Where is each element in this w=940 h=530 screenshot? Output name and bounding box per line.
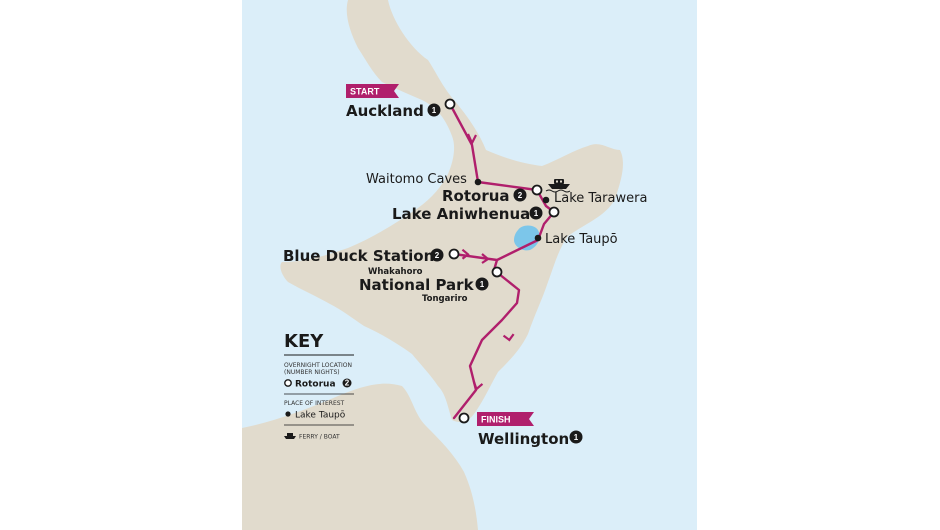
start-flag-text: START: [350, 87, 380, 97]
waitomo-caves-label: Waitomo Caves: [366, 172, 467, 187]
key-overnight-caption-2: (NUMBER NIGHTS): [284, 369, 340, 376]
finish-flag-text: FINISH: [481, 415, 511, 425]
national-park-label: National Park: [359, 276, 475, 294]
arrowhead-icon: [502, 333, 515, 342]
lake-aniwhenua-label: Lake Aniwhenua: [392, 205, 530, 223]
national-park-nights: 1: [480, 280, 485, 289]
open-circle-icon: [284, 379, 292, 387]
key-overnight-example-nights: 2: [345, 379, 350, 388]
key-poi-caption: PLACE OF INTEREST: [284, 400, 345, 407]
lake-taupo-dot[interactable]: [534, 234, 542, 242]
lake-aniwhenua-marker[interactable]: [548, 206, 560, 218]
lake-tarawera-label: Lake Tarawera: [554, 191, 647, 206]
start-flag: START: [346, 84, 399, 98]
lake-aniwhenua-nights: 1: [534, 209, 539, 218]
south-island: [242, 383, 478, 530]
map-key: KEY OVERNIGHT LOCATION (NUMBER NIGHTS) R…: [284, 331, 354, 441]
blue-duck-station-marker[interactable]: [448, 248, 460, 260]
ferry-icon: [284, 433, 296, 439]
arrowhead-icon: [481, 253, 490, 264]
lake-aniwhenua-nights-badge: 1: [529, 206, 543, 220]
auckland-nights: 1: [432, 106, 437, 115]
rotorua-marker[interactable]: [531, 184, 543, 196]
arrowhead-icon: [466, 133, 477, 146]
key-overnight-caption-1: OVERNIGHT LOCATION: [284, 362, 352, 369]
tongariro-label: Tongariro: [422, 294, 468, 304]
auckland-marker[interactable]: [444, 98, 456, 110]
finish-flag: FINISH: [477, 412, 534, 426]
rotorua-label: Rotorua: [442, 187, 510, 205]
wellington-marker[interactable]: [458, 412, 470, 424]
national-park-marker[interactable]: [491, 266, 503, 278]
blue-duck-station-nights: 2: [435, 251, 440, 260]
rotorua-nights-badge: 2: [513, 188, 527, 202]
wellington-nights-badge: 1: [569, 430, 583, 444]
filled-dot-icon: [285, 411, 291, 417]
wellington-label: Wellington: [478, 430, 569, 448]
key-ferry-label: FERRY / BOAT: [299, 434, 340, 441]
arrowhead-icon: [472, 380, 484, 391]
rotorua-nights: 2: [518, 191, 523, 200]
auckland-nights-badge: 1: [427, 103, 441, 117]
blue-duck-station-nights-badge: 2: [430, 248, 444, 262]
key-nights-badge: 2: [342, 378, 352, 388]
key-poi-example: Lake Taupō: [295, 411, 346, 421]
north-island: [280, 0, 623, 422]
key-title: KEY: [284, 331, 324, 352]
whakahoro-label: Whakahoro: [368, 267, 423, 277]
national-park-nights-badge: 1: [475, 277, 489, 291]
arrowhead-icon: [461, 248, 470, 260]
lake-tarawera-dot[interactable]: [542, 196, 550, 204]
waitomo-caves-dot[interactable]: [474, 178, 482, 186]
ferry-icon: [545, 179, 571, 193]
lake-taupo-label: Lake Taupō: [545, 232, 618, 247]
blue-duck-station-label: Blue Duck Station: [283, 247, 434, 265]
auckland-label: Auckland: [346, 102, 424, 120]
map-svg: START FINISH Auckland 1 Waitomo Caves Ro…: [242, 0, 697, 530]
map-frame: START FINISH Auckland 1 Waitomo Caves Ro…: [242, 0, 697, 530]
key-overnight-example: Rotorua: [295, 380, 336, 390]
wellington-nights: 1: [574, 433, 579, 442]
lake-taupo-shape: [514, 225, 540, 251]
